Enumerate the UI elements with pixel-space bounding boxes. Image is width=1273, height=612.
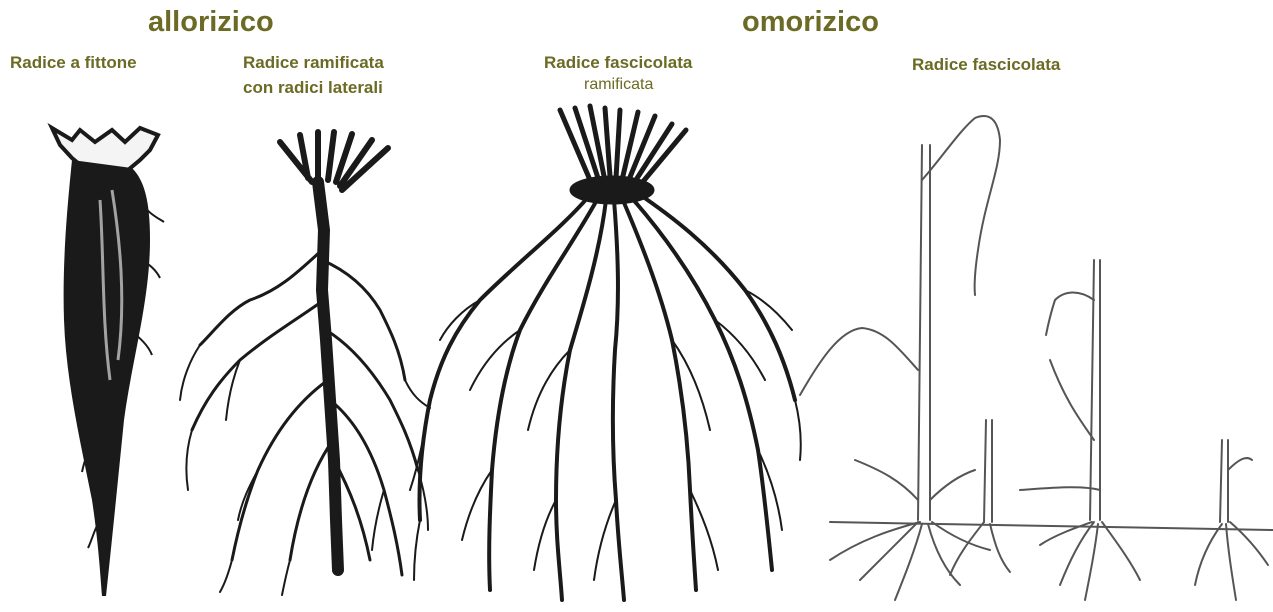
taproot-illustration: [52, 128, 164, 596]
fascicled-root-illustration: [800, 116, 1273, 600]
branched-root-illustration: [180, 132, 430, 595]
fascicled-branched-root-illustration: [410, 106, 801, 600]
